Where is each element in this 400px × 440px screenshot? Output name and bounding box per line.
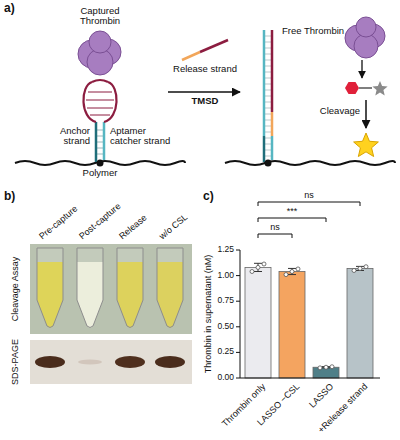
molecule-label: Free Thrombin (282, 26, 344, 36)
data-point (330, 365, 334, 369)
strand-label: Aptamer catcher strand (110, 126, 176, 147)
data-point (358, 266, 362, 270)
tick-label: 0.00 (217, 373, 234, 382)
data-point (296, 267, 300, 271)
tick-label: 0.25 (217, 348, 234, 357)
catcher-strand (263, 30, 266, 136)
gel-band (155, 356, 185, 368)
tick-label: 1.25 (217, 245, 234, 254)
anchor-strand (263, 136, 266, 162)
sample-tube (37, 248, 63, 328)
strand-label: Release strand (173, 64, 237, 74)
panel-letter: a) (4, 2, 15, 15)
sample-tube (157, 248, 183, 328)
axis-tick (236, 378, 240, 379)
data-point (290, 270, 294, 274)
fluorescent-star (354, 133, 379, 157)
attachment-dot (265, 160, 272, 167)
data-point (364, 265, 368, 269)
data-point (318, 366, 322, 370)
process-label: Cleavage (320, 106, 360, 116)
category-label: LASSO (308, 382, 336, 410)
strand-label: Anchor strand (40, 126, 90, 147)
significance-label: ns (270, 222, 280, 232)
thrombin-protein (78, 31, 121, 75)
process-label: TMSD (192, 96, 219, 106)
photo-background (30, 244, 192, 334)
data-point (352, 268, 356, 272)
catcher-strand (103, 122, 106, 160)
panel-letter: c) (203, 190, 214, 203)
polymer-label: Polymer (83, 168, 118, 178)
sample-tube (117, 248, 143, 328)
release-strand (182, 52, 200, 60)
g-quartets (86, 92, 114, 115)
error-bar (254, 263, 262, 271)
cleavage-arrow (361, 60, 362, 78)
tick-label: 1.00 (217, 271, 234, 280)
reaction-arrow (168, 91, 240, 93)
error-bar (288, 268, 296, 274)
sample-label: w/o CSL (158, 213, 190, 242)
data-point (250, 270, 254, 274)
assay-label: SDS-PAGE (11, 339, 21, 385)
data-bar (347, 268, 373, 378)
significance-bracket (258, 218, 326, 222)
molecule-label: Captured Thrombin (65, 6, 135, 27)
panel-letter: b) (4, 190, 15, 203)
data-point (262, 262, 266, 266)
axis-tick (236, 250, 240, 251)
release-strand (271, 30, 274, 112)
gel-band (115, 356, 145, 368)
data-bar (245, 267, 271, 378)
gel-band (78, 360, 102, 365)
axis-tick (236, 301, 240, 302)
sample-label: Post-capture (78, 202, 123, 242)
gel-band (35, 356, 65, 368)
tick-label: 0.50 (217, 322, 234, 331)
data-point (256, 265, 260, 269)
significance-label: *** (287, 206, 298, 216)
axis-tick (236, 352, 240, 353)
polymer-line (225, 161, 395, 165)
tick-label: 0.75 (217, 297, 234, 306)
thrombin-protein (345, 17, 385, 58)
data-point (284, 273, 288, 277)
peptide-hexagon (345, 82, 359, 94)
axis-tick (236, 326, 240, 327)
catcher-strand (271, 136, 274, 160)
gel-background (30, 340, 192, 384)
significance-bracket (258, 202, 360, 206)
axis-tick (236, 275, 240, 276)
release-strand (200, 40, 228, 52)
error-bar (356, 266, 364, 270)
data-bar (279, 272, 305, 378)
substrate-bond (359, 87, 372, 89)
cleavage-arrow (365, 100, 367, 128)
sample-label: Release (118, 213, 150, 242)
sample-label: Pre-capture (38, 204, 80, 242)
data-point (324, 365, 328, 369)
axis-title: Thrombin in supernatant (nM) (204, 255, 214, 374)
aptamer-loop (83, 80, 116, 122)
assay-label: Cleavage Assay (11, 257, 21, 322)
chart-axes (240, 250, 380, 378)
significance-bracket (258, 234, 292, 238)
sample-tube (77, 248, 103, 328)
anchor-strand (95, 122, 98, 162)
significance-label: ns (304, 190, 314, 200)
quenched-star (372, 81, 387, 95)
attachment-dot (97, 160, 104, 167)
release-strand (271, 112, 274, 136)
